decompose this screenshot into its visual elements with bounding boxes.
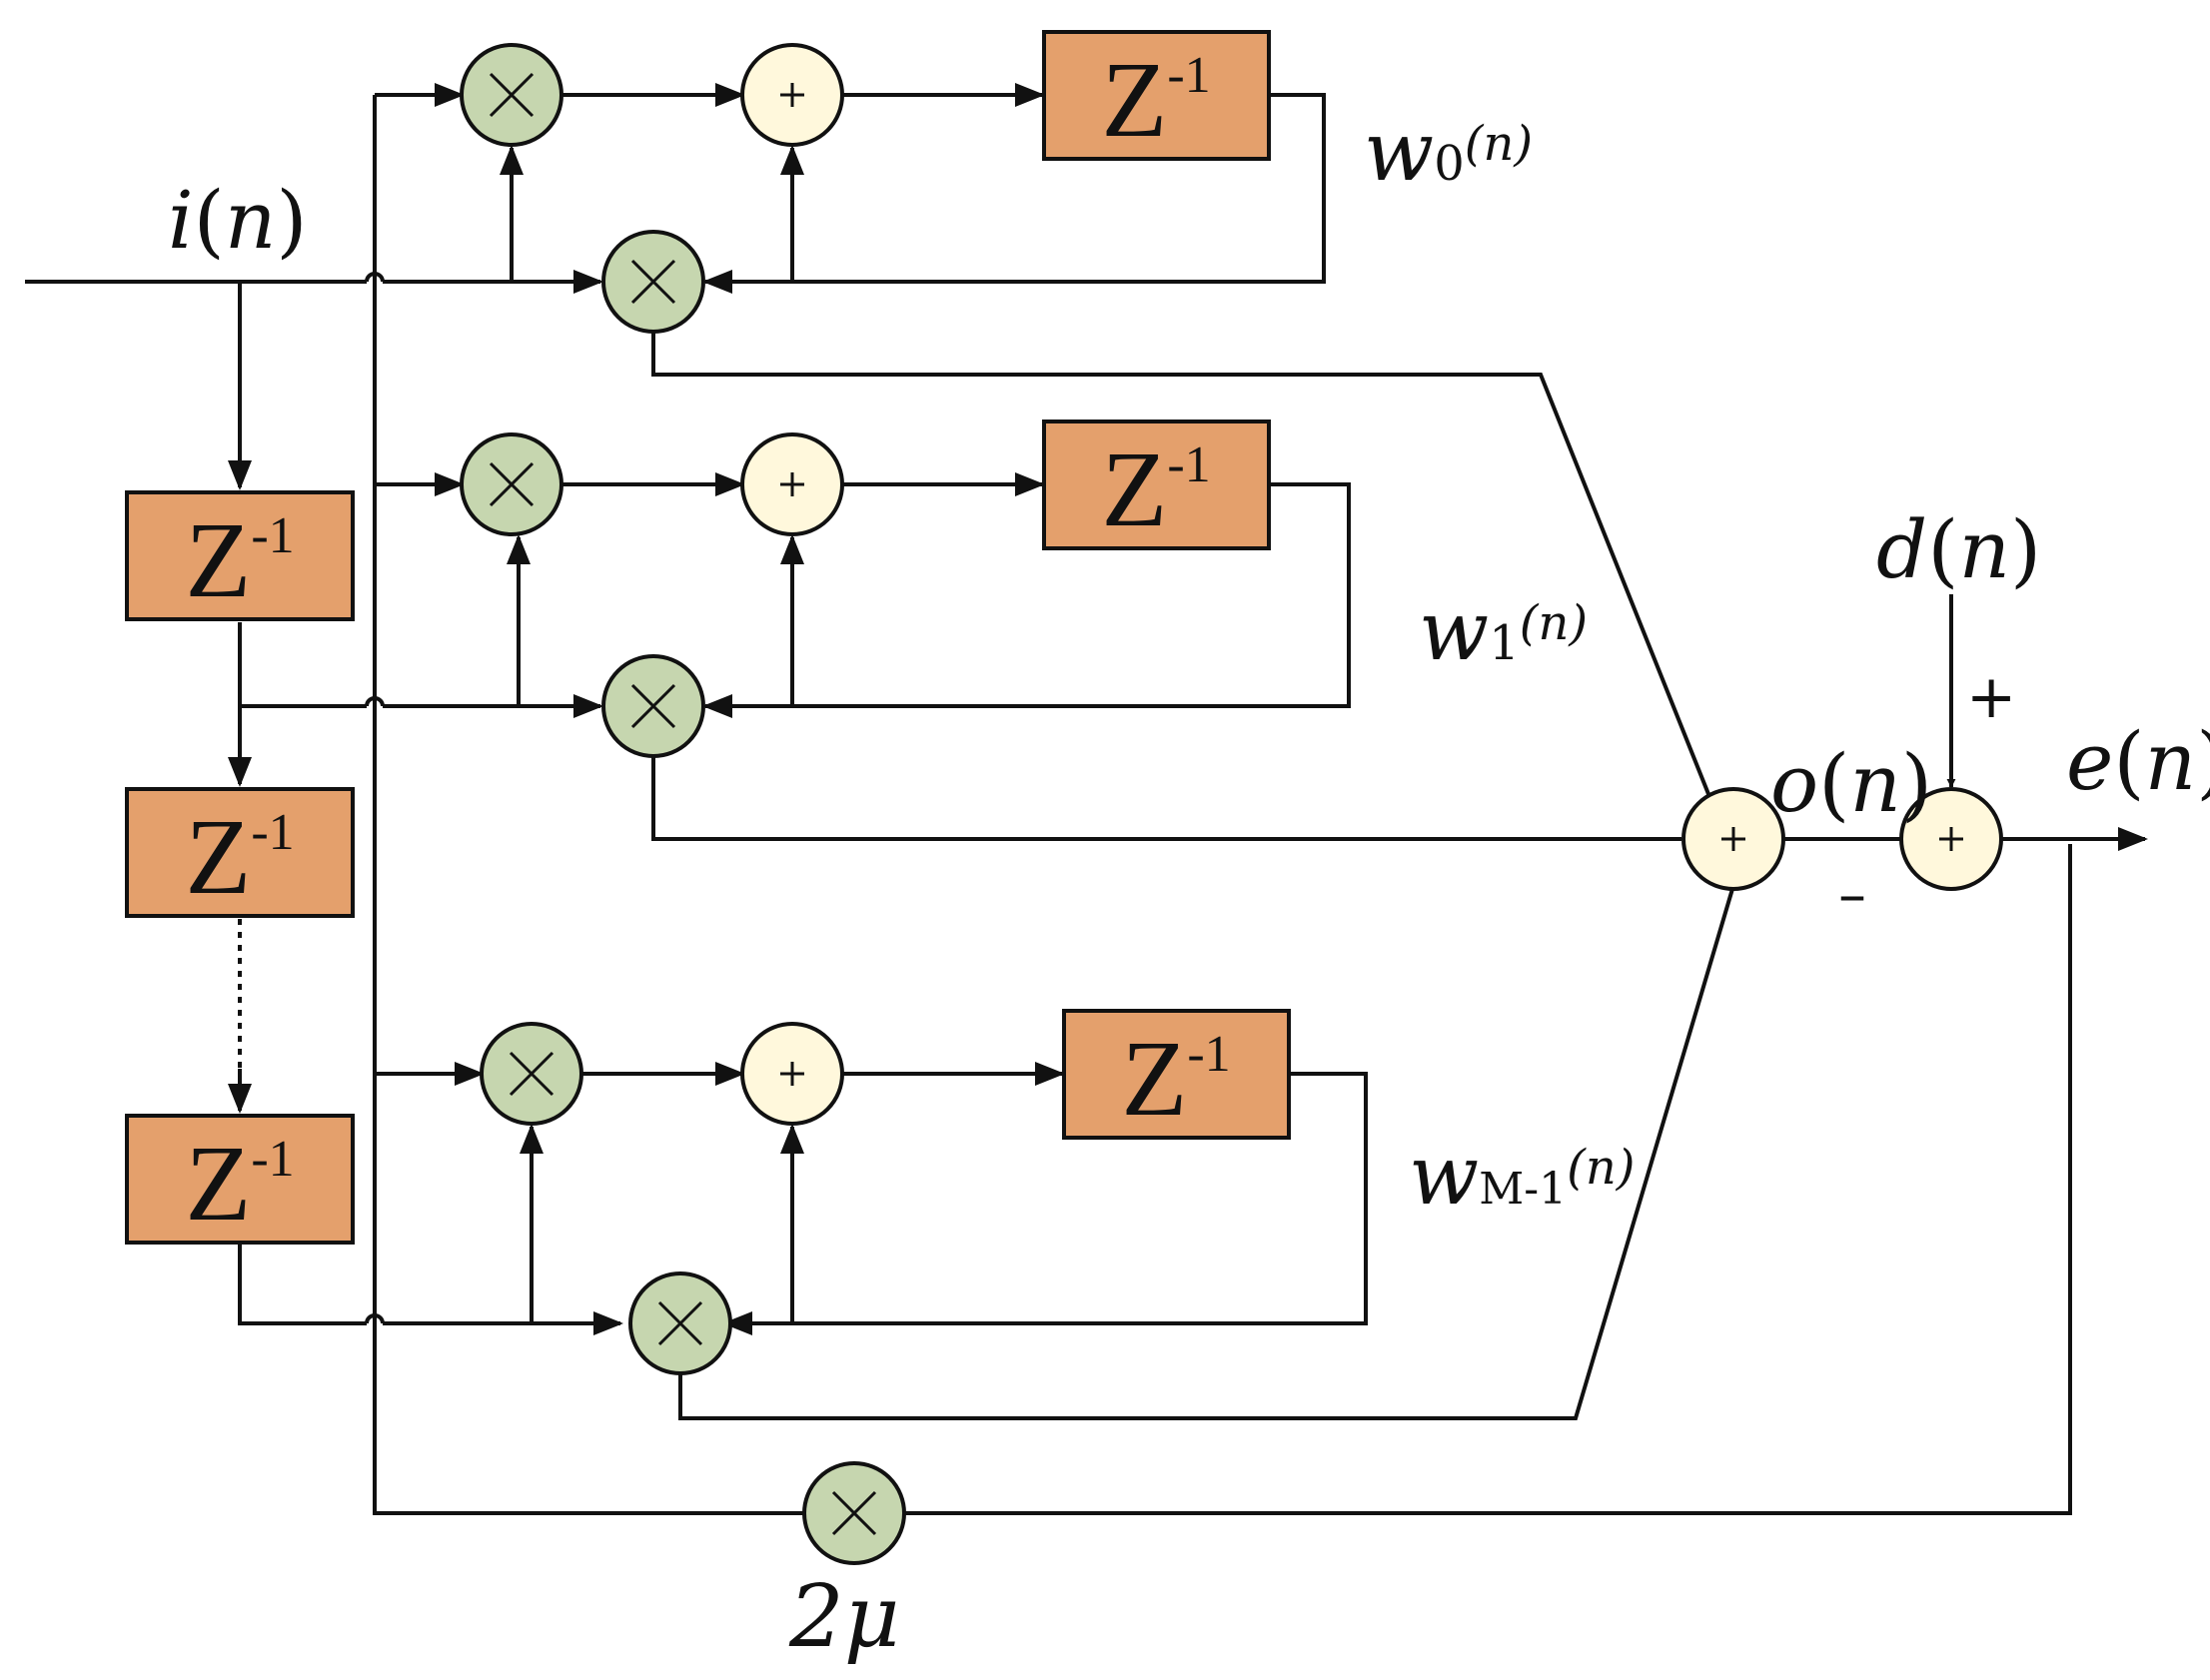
multiply-cross-icon	[630, 683, 676, 729]
plus-sign-icon	[780, 1062, 804, 1086]
delay-block-weight-m-1: Z-1	[1062, 1009, 1291, 1140]
plus-sign-icon	[1721, 827, 1745, 851]
multiply-cross-icon	[509, 1051, 554, 1097]
weight-label-m-1: wM-1(n)	[1409, 1129, 1636, 1224]
svg-text:Z-1: Z-1	[185, 798, 294, 917]
output-signal-label: o(n)	[1770, 737, 1932, 830]
svg-text:Z-1: Z-1	[185, 501, 294, 620]
weight-label-1: w1(n)	[1419, 584, 1588, 679]
delay-exponent: -1	[1187, 1026, 1230, 1083]
delay-block-weight-1: Z-1	[1042, 420, 1271, 550]
multiply-cross-icon	[831, 1490, 877, 1536]
weight-label-0: w0(n)	[1364, 105, 1533, 200]
step-size-multiplier	[802, 1461, 906, 1565]
delay-exponent: -1	[251, 507, 294, 564]
adder-tap-0	[740, 43, 844, 147]
svg-text:Z-1: Z-1	[1121, 1020, 1230, 1139]
desired-signal-label: d(n)	[1876, 503, 2041, 596]
delay-block-chain-3: Z-1	[125, 1114, 355, 1245]
delay-exponent: -1	[251, 804, 294, 861]
error-adder	[1899, 787, 2003, 891]
minus-sign-label: –	[1838, 863, 1866, 928]
error-signal-label: e(n)	[2066, 715, 2210, 808]
input-signal-label: i(n)	[168, 174, 308, 267]
output-adder	[1681, 787, 1785, 891]
delay-block-weight-0: Z-1	[1042, 30, 1271, 161]
multiply-cross-icon	[489, 72, 535, 118]
step-size-label: 2μ	[788, 1567, 900, 1667]
plus-sign-icon	[780, 83, 804, 107]
delay-exponent: -1	[1167, 47, 1210, 104]
delay-exponent: -1	[251, 1131, 294, 1188]
delay-block-chain-2: Z-1	[125, 787, 355, 918]
svg-text:Z-1: Z-1	[185, 1125, 294, 1244]
delay-block-chain-1: Z-1	[125, 490, 355, 621]
plus-sign-label: +	[1966, 662, 2016, 732]
multiply-cross-icon	[630, 259, 676, 305]
adder-tap-m-1	[740, 1022, 844, 1126]
wires	[25, 83, 2148, 1515]
delay-chain: Z-1 Z-1 Z-1	[125, 490, 355, 1245]
svg-text:Z-1: Z-1	[1101, 430, 1210, 549]
delay-symbol: Z	[1121, 1020, 1187, 1139]
multiplier-tap-m-1-output	[628, 1271, 732, 1375]
plus-sign-icon	[1939, 827, 1963, 851]
delay-exponent: -1	[1167, 436, 1210, 493]
tap-m-1: Z-1 wM-1(n)	[480, 1009, 1636, 1375]
delay-symbol: Z	[1101, 430, 1167, 549]
delay-symbol: Z	[1101, 41, 1167, 160]
svg-text:Z-1: Z-1	[1101, 41, 1210, 160]
multiplier-tap-0-update	[460, 43, 563, 147]
tap-1: Z-1 w1(n)	[460, 420, 1588, 758]
plus-sign-icon	[780, 472, 804, 496]
adder-tap-1	[740, 432, 844, 536]
multiply-cross-icon	[657, 1300, 703, 1346]
tap-0: Z-1 w0(n)	[460, 30, 1533, 334]
delay-symbol: Z	[185, 798, 251, 917]
multiplier-tap-0-output	[601, 230, 705, 334]
delay-symbol: Z	[185, 501, 251, 620]
multiplier-tap-1-output	[601, 654, 705, 758]
multiply-cross-icon	[489, 461, 535, 507]
multiplier-tap-m-1-update	[480, 1022, 583, 1126]
multiplier-tap-1-update	[460, 432, 563, 536]
delay-symbol: Z	[185, 1125, 251, 1244]
